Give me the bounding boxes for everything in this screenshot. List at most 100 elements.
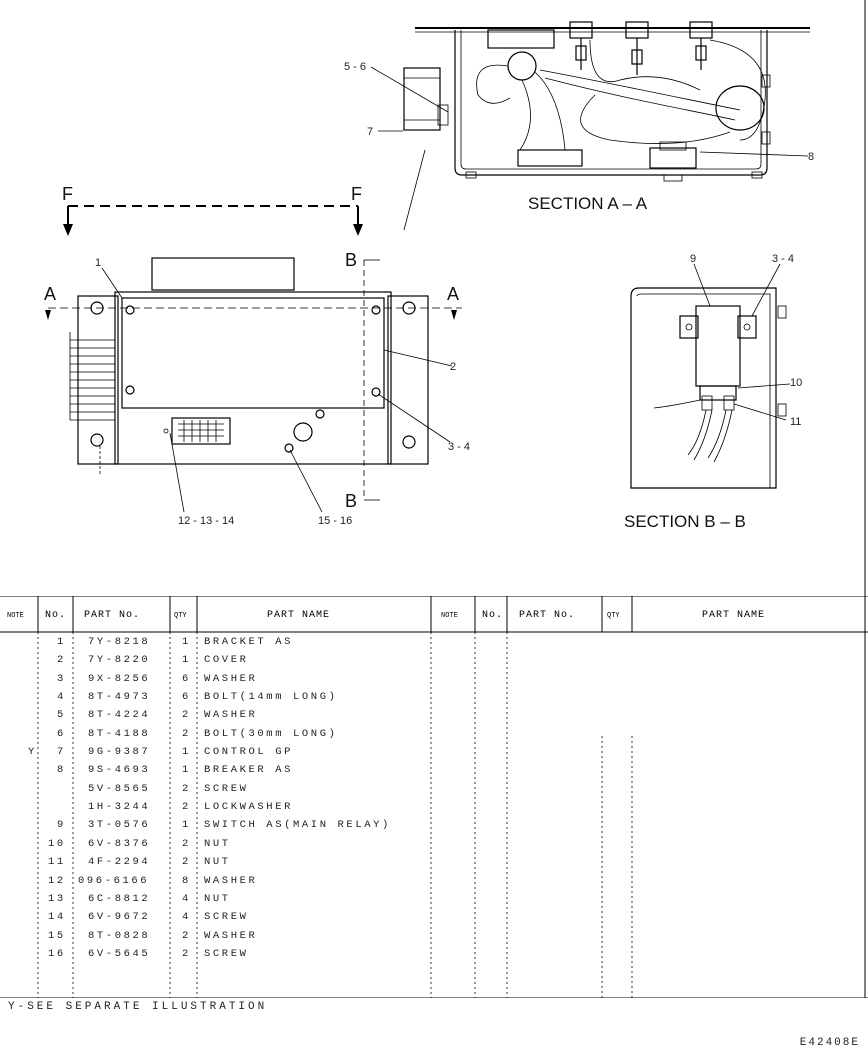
row-no: 13 bbox=[48, 893, 66, 905]
section-a-a-view: 5 - 6 7 8 SECTION A – A bbox=[344, 21, 814, 231]
parts-list-table: NOTE No. PART No. QTY PART NAME NOTE No.… bbox=[0, 596, 868, 998]
row-qty: 2 bbox=[182, 838, 191, 850]
row-part-no: 8T-4224 bbox=[88, 709, 150, 721]
row-part-no: 7Y-8218 bbox=[88, 636, 150, 648]
header-no-right: No. bbox=[482, 610, 503, 621]
main-view: F F A A B B bbox=[44, 184, 470, 527]
view-letter-f-right: F bbox=[351, 184, 362, 204]
row-part-no: 9X-8256 bbox=[88, 673, 150, 685]
row-part-no: 8T-4973 bbox=[88, 691, 150, 703]
row-no: 5 bbox=[57, 709, 66, 721]
row-part-no: 1H-3244 bbox=[88, 801, 150, 813]
callout-12-13-14: 12 - 13 - 14 bbox=[178, 515, 234, 527]
row-part-no: 6V-9672 bbox=[88, 911, 150, 923]
section-a-a-label: SECTION A – A bbox=[528, 194, 648, 213]
row-qty: 2 bbox=[182, 783, 191, 795]
row-qty: 2 bbox=[182, 801, 191, 813]
row-qty: 4 bbox=[182, 893, 191, 905]
row-qty: 6 bbox=[182, 691, 191, 703]
row-part-name: BREAKER AS bbox=[204, 764, 293, 776]
table-row: 10 6V-8376 2 NUT bbox=[48, 838, 231, 850]
row-qty: 2 bbox=[182, 856, 191, 868]
row-qty: 4 bbox=[182, 911, 191, 923]
header-qty-right: QTY bbox=[607, 612, 620, 620]
row-no: 11 bbox=[48, 856, 66, 868]
header-part-name-left: PART NAME bbox=[267, 610, 330, 621]
row-part-no: 3T-0576 bbox=[88, 819, 150, 831]
callout-8: 8 bbox=[808, 151, 814, 163]
row-no: 16 bbox=[48, 948, 66, 960]
row-no: 7 bbox=[57, 746, 66, 758]
view-letter-a-right: A bbox=[447, 284, 459, 304]
row-part-no: 6C-8812 bbox=[88, 893, 150, 905]
header-part-no-left: PART No. bbox=[84, 610, 140, 621]
row-part-no: 8T-4188 bbox=[88, 728, 150, 740]
row-no: 12 bbox=[48, 875, 66, 887]
header-part-no-right: PART No. bbox=[519, 610, 575, 621]
row-qty: 1 bbox=[182, 764, 191, 776]
table-row: Y 7 9G-9387 1 CONTROL GP bbox=[28, 746, 293, 758]
row-part-name: SCREW bbox=[204, 948, 249, 960]
row-part-no: 8T-0828 bbox=[88, 930, 150, 942]
header-note-left: NOTE bbox=[7, 612, 24, 620]
row-no: 3 bbox=[57, 673, 66, 685]
row-part-no: 7Y-8220 bbox=[88, 654, 150, 666]
callout-2: 2 bbox=[450, 361, 456, 373]
row-part-name: SWITCH AS(MAIN RELAY) bbox=[204, 819, 391, 831]
header-part-name-right: PART NAME bbox=[702, 610, 765, 621]
row-no: 8 bbox=[57, 764, 66, 776]
illustration-id: E42408E bbox=[799, 1037, 860, 1049]
row-part-name: COVER bbox=[204, 654, 249, 666]
row-qty: 2 bbox=[182, 709, 191, 721]
row-part-no: 6V-5645 bbox=[88, 948, 150, 960]
row-qty: 8 bbox=[182, 875, 191, 887]
row-note: Y bbox=[28, 746, 37, 758]
row-part-name: NUT bbox=[204, 856, 231, 868]
header-no-left: No. bbox=[45, 610, 66, 621]
table-row: 1H-3244 2 LOCKWASHER bbox=[88, 801, 293, 813]
parts-illustration: 5 - 6 7 8 SECTION A – A F F A A B B bbox=[44, 0, 866, 596]
row-part-name: BOLT(30mm LONG) bbox=[204, 728, 338, 740]
callout-10: 10 bbox=[790, 377, 802, 389]
row-no: 10 bbox=[48, 838, 66, 850]
row-part-name: NUT bbox=[204, 838, 231, 850]
view-letter-b-top: B bbox=[345, 250, 357, 270]
row-part-name: LOCKWASHER bbox=[204, 801, 293, 813]
row-part-name: BOLT(14mm LONG) bbox=[204, 691, 338, 703]
row-qty: 2 bbox=[182, 930, 191, 942]
row-no: 9 bbox=[57, 819, 66, 831]
row-part-name: SCREW bbox=[204, 783, 249, 795]
row-no: 4 bbox=[57, 691, 66, 703]
row-part-name: CONTROL GP bbox=[204, 746, 293, 758]
header-note-right: NOTE bbox=[441, 612, 458, 620]
callout-5-6: 5 - 6 bbox=[344, 61, 366, 73]
row-qty: 1 bbox=[182, 654, 191, 666]
section-b-b-view: 9 3 - 4 10 11 SECTION B – B bbox=[624, 253, 802, 531]
callout-11: 11 bbox=[790, 416, 801, 428]
table-row: 4 8T-4973 6 BOLT(14mm LONG) bbox=[57, 691, 338, 703]
view-letter-b-bottom: B bbox=[345, 491, 357, 511]
table-row: 3 9X-8256 6 WASHER bbox=[57, 673, 257, 685]
row-qty: 6 bbox=[182, 673, 191, 685]
row-part-no: 9G-9387 bbox=[88, 746, 150, 758]
row-no: 15 bbox=[48, 930, 66, 942]
footnote: Y-SEE SEPARATE ILLUSTRATION bbox=[8, 1001, 268, 1013]
row-part-no: 6V-8376 bbox=[88, 838, 150, 850]
row-part-name: BRACKET AS bbox=[204, 636, 293, 648]
callout-1: 1 bbox=[95, 257, 101, 269]
row-part-name: WASHER bbox=[204, 673, 257, 685]
header-qty-left: QTY bbox=[174, 612, 187, 620]
row-qty: 1 bbox=[182, 746, 191, 758]
callout-3-4-section-b: 3 - 4 bbox=[772, 253, 794, 265]
